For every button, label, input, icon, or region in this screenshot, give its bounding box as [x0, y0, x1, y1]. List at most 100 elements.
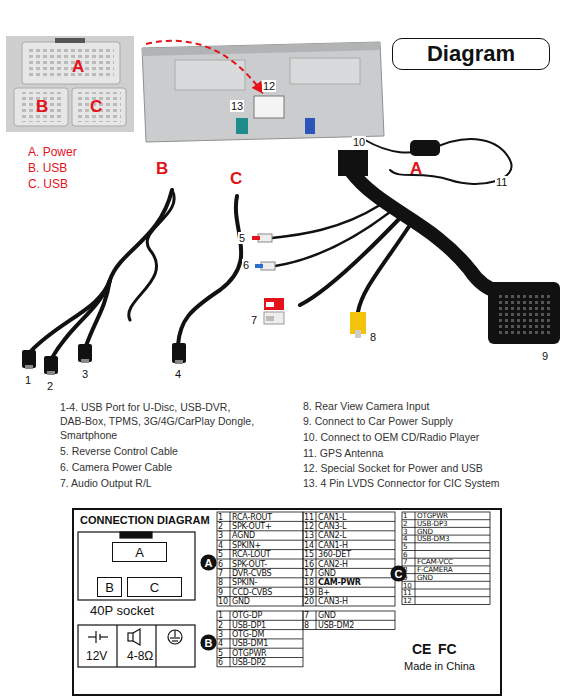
pin-number: 2 — [218, 621, 223, 630]
signal-name: USB-DM2 — [318, 621, 354, 630]
signal-name: GND — [318, 569, 336, 578]
cable-letter: C — [230, 170, 242, 189]
impedance-rating: 4-8Ω — [127, 650, 153, 663]
pin-number: 15 — [304, 550, 314, 559]
signal-name: 360-DET — [318, 550, 351, 559]
pin-number: 6 — [218, 658, 223, 667]
pin-number: 10 — [218, 597, 228, 606]
signal-name: OTG-DP — [232, 611, 262, 620]
signal-name: OTG-DM — [232, 630, 264, 639]
pin-table-grid — [217, 512, 490, 667]
title: Diagram — [392, 38, 550, 70]
pin-number: 6 — [218, 560, 223, 569]
connector-photo — [6, 36, 134, 132]
pointer-arrow — [146, 41, 262, 92]
signal-name: USB-DP1 — [232, 621, 266, 630]
signal-name: CAN1-H — [318, 541, 348, 550]
pin-number: 8 — [403, 566, 407, 574]
callout-number: 2 — [46, 380, 54, 392]
pin-number: 12 — [304, 522, 314, 531]
signal-name: SPK-OUT- — [232, 560, 267, 569]
signal-name: CAN2-L — [318, 531, 346, 540]
signal-name: GND — [417, 528, 433, 536]
pin-number: 19 — [304, 588, 314, 597]
signal-name: CAN1-L — [318, 513, 346, 522]
pin-number: 8 — [304, 621, 309, 630]
pin-number: 4 — [218, 541, 223, 550]
ce-mark: CE — [412, 642, 431, 657]
pin-number: 10 — [403, 582, 412, 590]
pin-number: 4 — [403, 535, 407, 543]
description: 11. GPS Antenna — [303, 446, 383, 460]
pin-number: 17 — [304, 569, 314, 578]
description: 1-4. USB Port for U-Disc, USB-DVR, DAB-B… — [60, 400, 256, 442]
signal-name: OTGPWR — [417, 512, 448, 520]
legend-note: C. USB — [28, 178, 68, 191]
signal-name: DVR-CVBS — [232, 569, 272, 578]
origin-note: Made in China — [404, 660, 475, 672]
signal-name: GND — [417, 574, 433, 582]
signal-name: SPKIN- — [232, 578, 257, 587]
node-text: C — [150, 580, 159, 595]
callout-number: 8 — [369, 331, 377, 343]
pin-number: 7 — [218, 569, 223, 578]
description: 12. Special Socket for Power and USB — [303, 461, 483, 475]
wire-ends — [252, 234, 366, 338]
pin-number: 14 — [304, 541, 314, 550]
pin-number: 1 — [218, 611, 223, 620]
node-text: B — [105, 580, 114, 595]
cable-letter: A — [410, 160, 422, 179]
signal-name: RCA-ROUT — [232, 513, 272, 522]
usb-plugs — [22, 343, 186, 375]
connector-letter: C — [90, 98, 102, 117]
cable-letter: B — [156, 160, 168, 179]
pin-number: 5 — [403, 543, 407, 551]
oem-connector — [338, 150, 368, 176]
pin-number: 11 — [403, 589, 412, 597]
description: 10. Connect to OEM CD/Radio Player — [303, 430, 479, 444]
description: 7. Audio Output R/L — [60, 476, 152, 490]
signal-name: B+ — [318, 588, 330, 597]
pin-number: 3 — [403, 528, 407, 536]
callout-number: 6 — [242, 259, 250, 271]
signal-name: USB-DM1 — [232, 639, 268, 648]
signal-name: SPKIN+ — [232, 541, 261, 550]
signal-name: CAM-PWR — [318, 578, 361, 587]
pin-number: 20 — [304, 597, 314, 606]
pin-number: 2 — [218, 522, 223, 531]
pin-number: 12 — [403, 597, 412, 605]
pin-number: 5 — [218, 550, 223, 559]
pin-number: 7 — [304, 611, 309, 620]
description: 8. Rear View Camera Input — [303, 399, 429, 413]
signal-name: CAN2-H — [318, 560, 348, 569]
fc-mark: FC — [438, 642, 457, 657]
pin-number: 8 — [218, 578, 223, 587]
node-text: A — [135, 545, 144, 560]
signal-name: OTGPWR — [232, 649, 266, 658]
node-text: C — [395, 568, 403, 580]
pin-number: 9 — [403, 574, 407, 582]
signal-name: GND — [318, 611, 336, 620]
signal-name: USB-DM3 — [417, 535, 449, 543]
signal-name: F-CAMERA — [417, 566, 452, 574]
socket-outline — [78, 532, 195, 600]
pin-number: 1 — [218, 513, 223, 522]
pin-number: 11 — [304, 513, 314, 522]
callout-number: 1 — [24, 374, 32, 386]
node-text: B — [205, 637, 213, 649]
description: 9. Connect to Car Power Supply — [303, 414, 453, 428]
connector-letter: B — [36, 98, 48, 117]
socket-block: A — [112, 542, 167, 562]
socket-block: C — [127, 577, 182, 597]
signal-name: USB-DP3 — [417, 520, 447, 528]
description: 6. Camera Power Cable — [60, 460, 172, 474]
head-unit — [142, 42, 384, 142]
gps-antenna — [410, 140, 440, 156]
callout-number: 10 — [352, 136, 366, 148]
node-text: A — [205, 557, 213, 569]
signal-name: RCA-LOUT — [232, 550, 271, 559]
callout-number: 4 — [174, 368, 182, 380]
pin-number: 3 — [218, 630, 223, 639]
voltage-rating: 12V — [86, 650, 107, 663]
